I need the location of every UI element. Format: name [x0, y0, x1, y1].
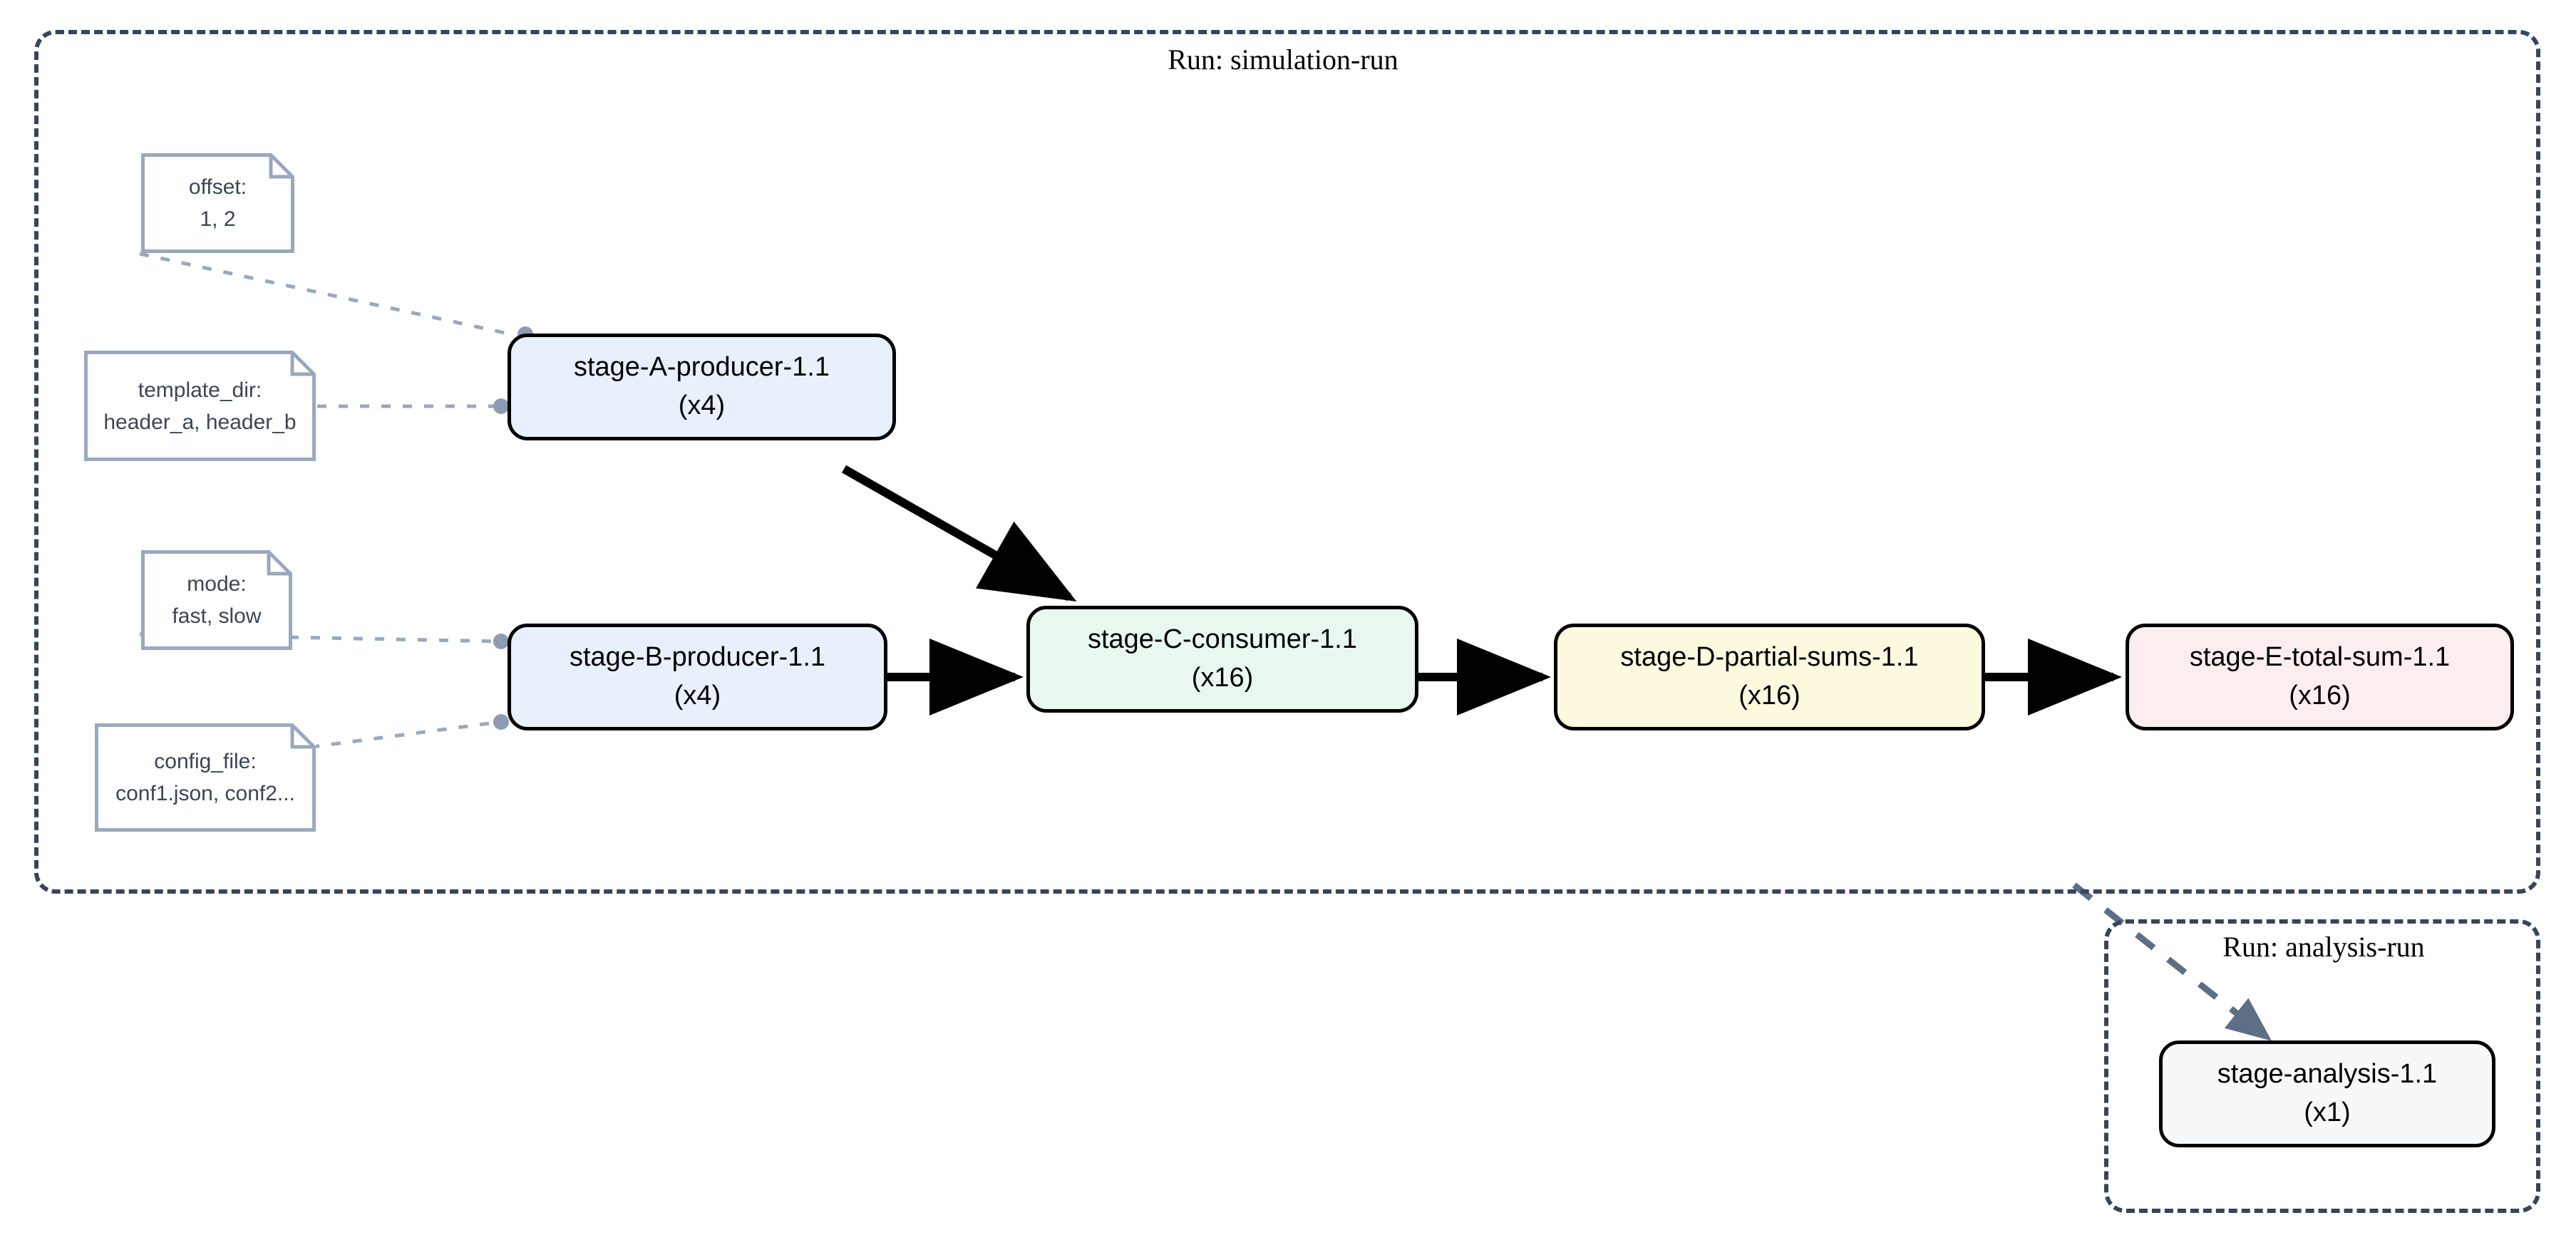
connector-dot-template-dir-stage-A — [493, 398, 509, 414]
note-config-file-key: config_file: — [154, 750, 257, 773]
node-stage-B-producer[interactable]: stage-B-producer-1.1 (x4) — [508, 624, 887, 730]
node-stage-analysis-label: stage-analysis-1.1 — [2217, 1059, 2438, 1090]
note-offset-key: offset: — [188, 175, 247, 199]
cluster-analysis-run[interactable] — [2104, 919, 2540, 1213]
node-stage-E-total-sum-label: stage-E-total-sum-1.1 — [2189, 642, 2451, 673]
node-stage-analysis[interactable]: stage-analysis-1.1 (x1) — [2159, 1040, 2495, 1147]
node-stage-D-partial-sums-label: stage-D-partial-sums-1.1 — [1620, 642, 1919, 673]
node-stage-A-producer[interactable]: stage-A-producer-1.1 (x4) — [508, 334, 896, 440]
node-stage-C-consumer-count: (x16) — [1191, 663, 1254, 693]
node-stage-E-total-sum-count: (x16) — [2289, 681, 2351, 711]
note-mode-key: mode: — [187, 572, 247, 596]
node-stage-D-partial-sums-count: (x16) — [1738, 681, 1800, 711]
node-stage-B-producer-count: (x4) — [674, 681, 721, 711]
node-stage-A-producer-label: stage-A-producer-1.1 — [573, 352, 830, 383]
note-template-dir-values: header_a, header_b — [103, 410, 297, 434]
node-stage-analysis-count: (x1) — [2304, 1097, 2351, 1127]
note-mode-values: fast, slow — [172, 604, 262, 628]
node-stage-B-producer-label: stage-B-producer-1.1 — [569, 642, 826, 673]
connector-dot-config-file-stage-B — [493, 714, 509, 730]
note-template-dir-key: template_dir: — [138, 378, 262, 402]
node-stage-C-consumer[interactable]: stage-C-consumer-1.1 (x16) — [1026, 606, 1418, 713]
note-mode[interactable]: mode: fast, slow — [141, 550, 292, 650]
note-config-file[interactable]: config_file: conf1.json, conf2... — [95, 723, 316, 832]
cluster-simulation-run-title: Run: simulation-run — [1168, 43, 1398, 76]
node-stage-E-total-sum[interactable]: stage-E-total-sum-1.1 (x16) — [2126, 624, 2514, 730]
cluster-analysis-run-title: Run: analysis-run — [2222, 931, 2425, 963]
node-stage-D-partial-sums[interactable]: stage-D-partial-sums-1.1 (x16) — [1554, 624, 1985, 730]
note-offset[interactable]: offset: 1, 2 — [141, 153, 294, 253]
node-stage-C-consumer-label: stage-C-consumer-1.1 — [1087, 624, 1358, 655]
cluster-simulation-run[interactable] — [34, 30, 2540, 894]
node-stage-A-producer-count: (x4) — [678, 391, 726, 420]
connector-dot-mode-stage-B — [493, 634, 509, 649]
note-config-file-values: conf1.json, conf2... — [115, 782, 295, 805]
note-offset-values: 1, 2 — [200, 207, 236, 231]
note-template-dir[interactable]: template_dir: header_a, header_b — [84, 351, 316, 461]
